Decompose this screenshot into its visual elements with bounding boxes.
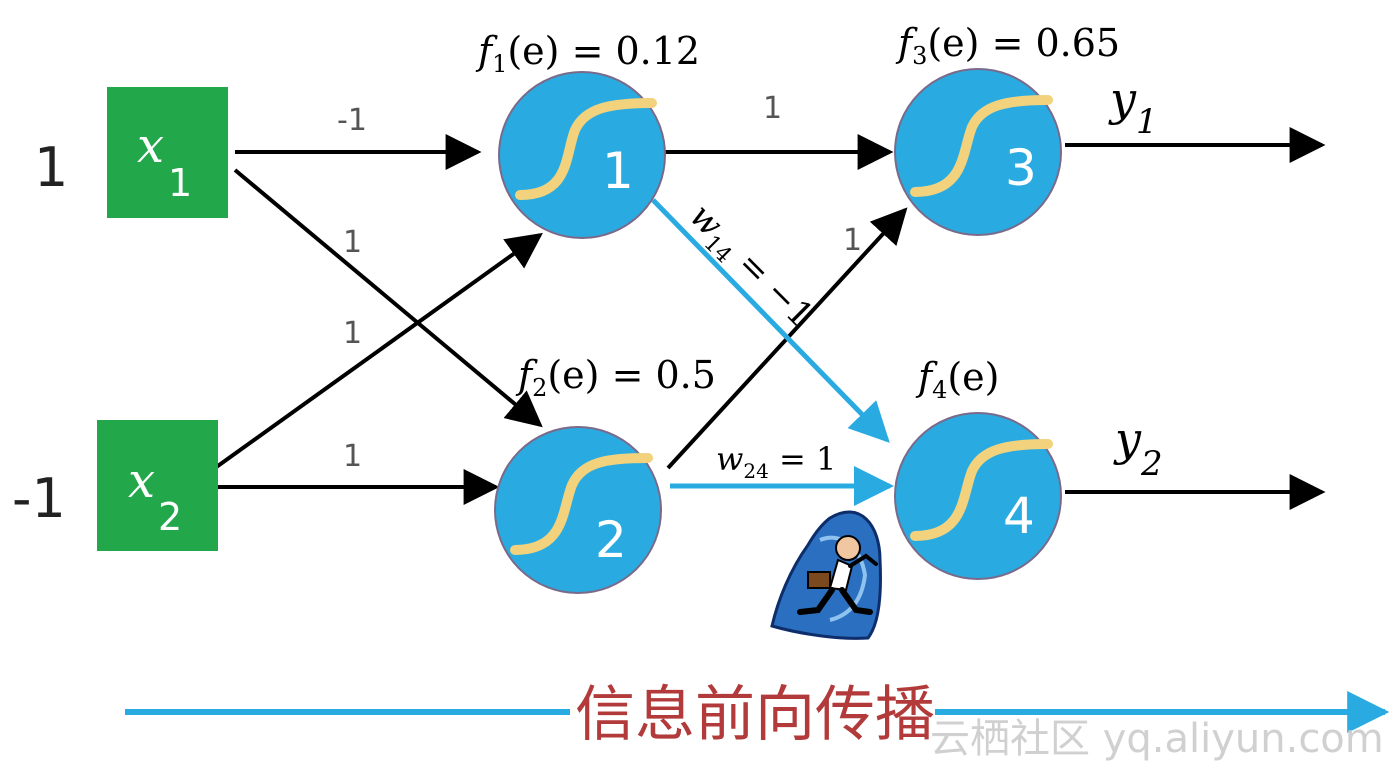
neuron-2-sigmoid-icon bbox=[510, 453, 653, 555]
input-x1-var: x bbox=[137, 118, 164, 174]
input-x2-var: x bbox=[128, 453, 155, 509]
edge-n1-n4 bbox=[651, 198, 890, 443]
neuron-1-sigmoid-icon bbox=[515, 98, 657, 200]
neuron-3: 3 bbox=[894, 68, 1062, 236]
weight-x2-n1: 1 bbox=[343, 316, 362, 351]
label-f2: f2(e) = 0.5 bbox=[515, 353, 716, 402]
neuron-4-number: 4 bbox=[1003, 487, 1035, 545]
output-y1: y1 bbox=[1108, 72, 1158, 142]
neuron-3-number: 3 bbox=[1005, 139, 1037, 197]
input-x2: x 2 bbox=[97, 420, 218, 551]
input-x1: x 1 bbox=[107, 87, 228, 218]
input-box-x1 bbox=[107, 87, 228, 218]
label-f4: f4(e) bbox=[915, 355, 1000, 404]
weight-w24: w24 = 1 bbox=[716, 440, 836, 483]
neuron-3-sigmoid-icon bbox=[910, 95, 1053, 197]
input-x2-sub: 2 bbox=[158, 495, 182, 539]
neuron-2-body bbox=[494, 426, 662, 594]
edge-x1-n2 bbox=[233, 168, 543, 428]
neuron-2: 2 bbox=[494, 426, 662, 594]
neuron-1: 1 bbox=[498, 71, 666, 239]
neuron-4-sigmoid-icon bbox=[910, 439, 1053, 541]
input-value-x2: -1 bbox=[12, 467, 66, 530]
neuron-4: 4 bbox=[894, 412, 1062, 580]
label-f3: f3(e) = 0.65 bbox=[895, 21, 1120, 70]
caption-forward-propagation: 信息前向传播 bbox=[575, 680, 935, 750]
weight-n1-n3: 1 bbox=[763, 91, 782, 126]
input-x1-sub: 1 bbox=[168, 161, 192, 205]
neuron-2-number: 2 bbox=[595, 511, 627, 569]
watermark: 云栖社区 yq.aliyun.com bbox=[930, 716, 1384, 762]
neuron-1-body bbox=[498, 71, 666, 239]
weight-x2-n2: 1 bbox=[343, 439, 362, 474]
running-businessman-icon bbox=[770, 510, 882, 640]
edge-x2-n1 bbox=[213, 232, 543, 470]
neuron-4-body bbox=[894, 412, 1062, 580]
input-value-x1: 1 bbox=[34, 136, 68, 199]
output-y2: y2 bbox=[1113, 412, 1163, 484]
neuron-1-number: 1 bbox=[602, 142, 634, 200]
weight-x1-n1: -1 bbox=[337, 103, 367, 138]
input-box-x2 bbox=[97, 420, 218, 551]
weight-n2-n3: 1 bbox=[843, 223, 862, 258]
weight-w14: w14 = −1 bbox=[678, 196, 821, 339]
weight-x1-n2: 1 bbox=[343, 225, 362, 260]
label-f1: f1(e) = 0.12 bbox=[475, 29, 700, 78]
